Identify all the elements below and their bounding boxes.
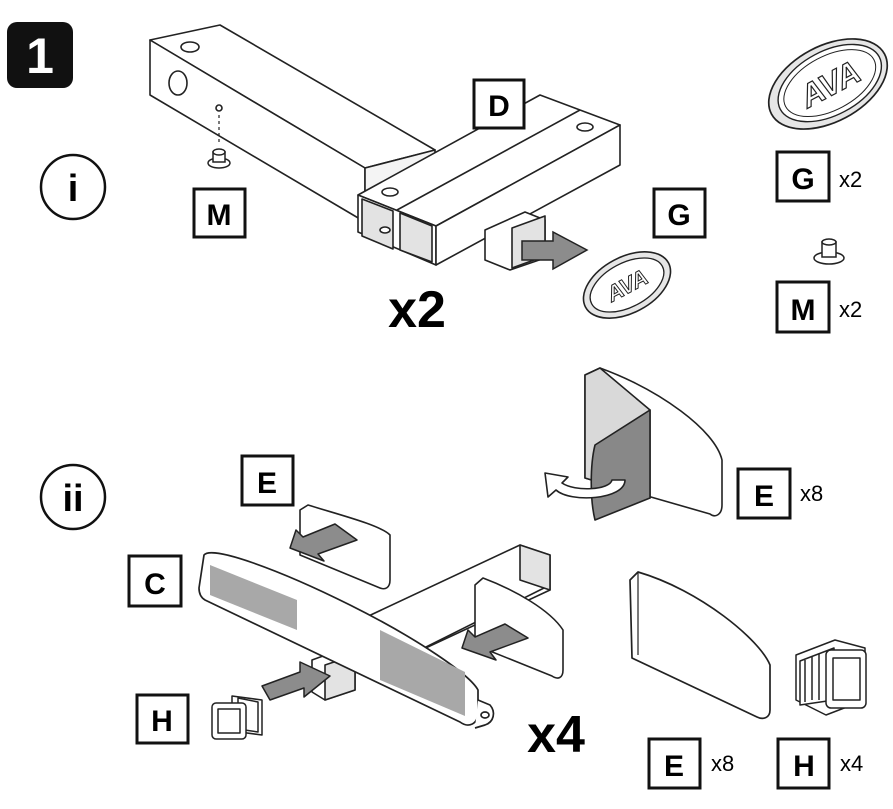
insert-arrow-e-left-icon xyxy=(289,523,358,562)
multiplier-section-i: x2 xyxy=(388,281,446,339)
svg-text:x2: x2 xyxy=(839,297,862,322)
svg-text:C: C xyxy=(144,568,166,601)
m-foot-icon xyxy=(207,148,231,169)
tube-assembly-i xyxy=(149,24,621,271)
h-plug-icon xyxy=(211,695,263,740)
svg-text:H: H xyxy=(151,705,173,738)
label-h: H xyxy=(135,693,190,745)
svg-text:H: H xyxy=(793,750,815,783)
m-foot-part-icon xyxy=(813,238,845,265)
g-emblem-part-icon: AVA xyxy=(767,38,889,130)
svg-text:E: E xyxy=(257,467,277,500)
e-panel-left-icon xyxy=(299,504,391,590)
e-panel-part-icon xyxy=(629,571,771,720)
section-ii-marker: ii xyxy=(39,463,107,531)
multiplier-section-ii: x4 xyxy=(527,706,585,764)
svg-text:x2: x2 xyxy=(839,167,862,192)
svg-text:E: E xyxy=(664,750,684,783)
parts-e-bottom: E x8 xyxy=(647,737,734,790)
svg-text:G: G xyxy=(667,199,690,232)
svg-text:M: M xyxy=(207,199,232,232)
peel-arrow-icon xyxy=(544,472,626,499)
insert-arrow-icon xyxy=(521,230,589,271)
svg-text:D: D xyxy=(488,90,510,123)
label-d: D xyxy=(472,78,526,130)
h-plug-part-icon xyxy=(795,639,867,716)
panel-c-icon xyxy=(198,551,495,729)
label-m: M xyxy=(192,187,247,239)
section-i-numeral: i xyxy=(68,168,79,210)
step-number: 1 xyxy=(26,28,54,84)
svg-text:M: M xyxy=(791,294,816,327)
parts-h: H x4 xyxy=(776,737,863,790)
section-i-marker: i xyxy=(39,153,107,221)
svg-text:x8: x8 xyxy=(711,751,734,776)
label-e: E xyxy=(240,454,295,507)
g-emblem-icon: AVA xyxy=(582,251,672,319)
label-c: C xyxy=(127,554,183,608)
insert-arrow-e-right-icon xyxy=(461,623,529,661)
section-ii-numeral: ii xyxy=(62,478,83,520)
parts-g: G x2 xyxy=(775,150,862,203)
svg-text:E: E xyxy=(754,480,774,513)
e-panel-right-icon xyxy=(474,577,564,679)
e-panel-peel-icon xyxy=(584,367,723,521)
parts-e-top: E x8 xyxy=(736,467,823,520)
step-badge: 1 xyxy=(7,22,73,88)
label-g: G xyxy=(652,187,707,239)
parts-m: M x2 xyxy=(775,280,862,334)
svg-text:x8: x8 xyxy=(800,481,823,506)
svg-text:G: G xyxy=(791,163,814,196)
svg-text:x4: x4 xyxy=(840,751,863,776)
insert-arrow-h-icon xyxy=(261,661,331,701)
